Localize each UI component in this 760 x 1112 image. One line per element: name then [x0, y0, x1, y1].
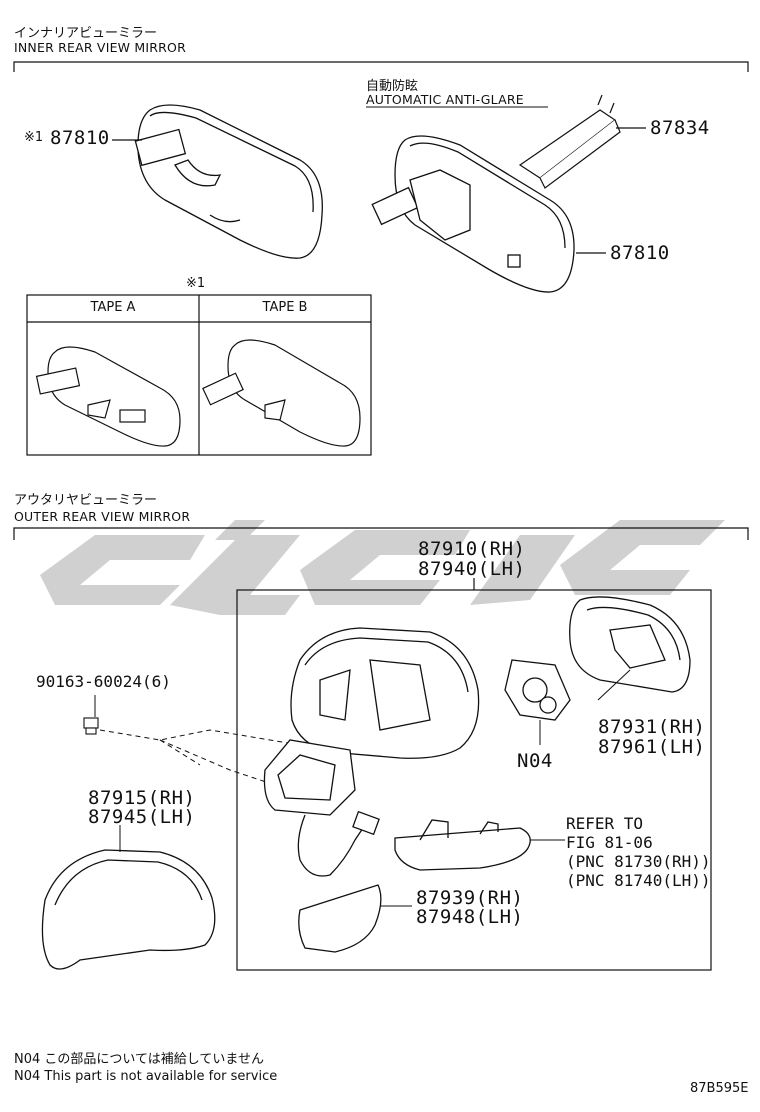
part-87910-rh: 87910(RH): [418, 538, 526, 560]
mirror-glass: [569, 596, 691, 693]
diagram-code: 87B595E: [690, 1081, 749, 1096]
part-87939-rh: 87939(RH): [416, 887, 524, 909]
tape-b-mirror: [202, 339, 361, 447]
inner-section-title-en: INNER REAR VIEW MIRROR: [14, 40, 186, 55]
outer-section-title-jp: アウタリヤビューミラー: [14, 493, 158, 508]
tape-note-mark: ※1: [186, 276, 206, 291]
ref-mark: ※1: [24, 130, 44, 145]
tape-a-mirror: [35, 346, 181, 447]
part-87810-right: 87810: [610, 242, 670, 264]
refer-line-4: (PNC 81740(LH)): [566, 871, 711, 890]
anti-glare-label-jp: 自動防眩: [366, 79, 419, 94]
anti-glare-label-en: AUTOMATIC ANTI-GLARE: [366, 92, 524, 107]
part-87915-rh: 87915(RH): [88, 787, 196, 809]
turn-signal-lamp: [394, 819, 531, 871]
connector-87834: [518, 94, 621, 189]
lower-cover: [298, 884, 382, 953]
leader-glass: [597, 669, 631, 701]
outer-frame: [236, 578, 712, 971]
part-87834: 87834: [650, 117, 710, 139]
mirror-motor: [504, 659, 571, 721]
section-rule-inner: [13, 61, 749, 72]
refer-line-3: (PNC 81730(RH)): [566, 852, 711, 871]
part-87961-lh: 87961(LH): [598, 736, 706, 758]
screw-90163: [83, 717, 99, 735]
outer-section-title-en: OUTER REAR VIEW MIRROR: [14, 509, 191, 524]
mirror-body: [263, 627, 480, 877]
tape-table: [26, 294, 372, 456]
part-n04-motor: N04: [517, 750, 553, 772]
inner-mirror-left: [134, 104, 323, 259]
footer-note-en: N04 This part is not available for servi…: [14, 1069, 278, 1084]
part-87948-lh: 87948(LH): [416, 906, 524, 928]
part-87810-left: 87810: [50, 127, 110, 149]
mirror-cover: [41, 849, 216, 970]
part-87945-lh: 87945(LH): [88, 806, 196, 828]
section-rule-outer: [13, 527, 749, 540]
refer-line-2: FIG 81-06: [566, 833, 653, 852]
refer-line-1: REFER TO: [566, 814, 644, 833]
tape-b-header: TAPE B: [262, 300, 308, 315]
part-90163-screw: 90163-60024(6): [36, 672, 171, 691]
tape-a-header: TAPE A: [90, 300, 136, 315]
inner-section-title-jp: インナリアビューミラー: [14, 26, 158, 41]
watermark-logo: [40, 520, 725, 615]
footer-note-jp: N04 この部品については補給していません: [14, 1052, 264, 1067]
inner-mirror-right: [371, 135, 575, 293]
part-87931-rh: 87931(RH): [598, 716, 706, 738]
part-87940-lh: 87940(LH): [418, 558, 526, 580]
